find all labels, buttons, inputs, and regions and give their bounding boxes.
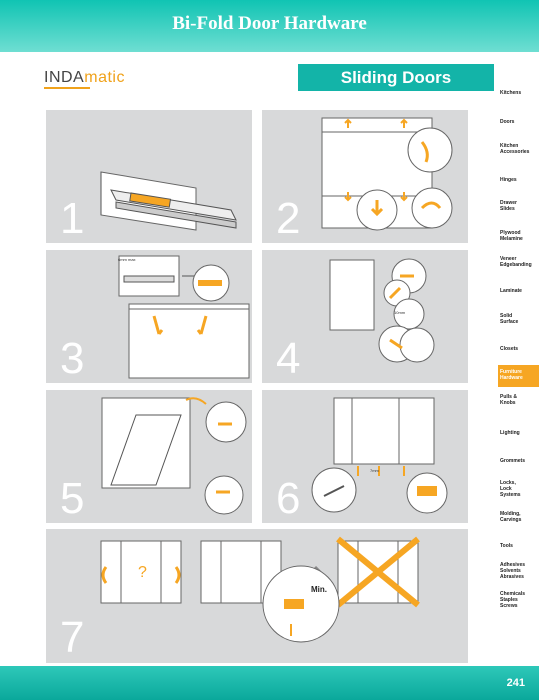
sidebar-item-veneer-edgebanding[interactable]: Veneer Edgebanding (500, 256, 532, 268)
sidebar-item-laminate[interactable]: Laminate (500, 288, 522, 294)
step-7-illustration: ? (100, 536, 420, 643)
step-1-panel: 1 (46, 110, 252, 243)
step-1-illustration (100, 171, 237, 231)
sidebar-item-kitchens[interactable]: Kitchens (500, 90, 522, 96)
step-6-panel: 6 7mm (262, 390, 468, 523)
logo-underline (44, 87, 90, 89)
step-5-panel: 5 (46, 390, 252, 523)
step-number: 4 (276, 334, 301, 383)
sidebar-item-grommets[interactable]: Grommets (500, 458, 526, 464)
step-number: 2 (276, 194, 301, 243)
sidebar-item-pulls-knobs[interactable]: Pulls & Knobs (500, 394, 517, 406)
step-2-panel: 2 (262, 110, 468, 243)
step-number: 1 (60, 194, 85, 243)
logo-part2: matic (84, 69, 125, 86)
section-title: Sliding Doors (298, 64, 494, 91)
step-6-illustration (311, 397, 448, 514)
sidebar-item-hinges[interactable]: Hinges (500, 177, 517, 183)
step-7-note: Min. (311, 585, 327, 594)
step-7-panel: ? 7 Min. (46, 529, 468, 663)
logo-part1: INDA (44, 69, 85, 86)
svg-text:?: ? (138, 564, 147, 581)
step-5-illustration (101, 397, 247, 515)
sidebar-item-adhesives[interactable]: Adhesives Solvents Abrasives (500, 562, 526, 580)
page-title: Bi-Fold Door Hardware (172, 13, 367, 34)
step-number: 5 (60, 474, 85, 523)
sidebar-item-chemicals[interactable]: Chemicals Staples Screws (500, 591, 526, 609)
sidebar-item-molding[interactable]: Molding, Carvings (500, 511, 522, 523)
sidebar-item-furniture-hardware[interactable]: Furniture Hardware (498, 365, 539, 387)
sidebar-item-plywood-melamine[interactable]: Plywood Melamine (500, 230, 523, 242)
step-3-note: 6mm max (118, 257, 136, 262)
step-3-panel: 3 6mm max (46, 250, 252, 383)
sidebar-item-doors[interactable]: Doors (500, 119, 515, 125)
footer-bar (0, 666, 539, 700)
sidebar-item-solid-surface[interactable]: Solid Surface (500, 313, 519, 325)
sidebar-item-drawer-slides[interactable]: Drawer Slides (500, 200, 517, 212)
step-4-panel: 4 10mm (262, 250, 468, 383)
step-number: 7 (60, 613, 85, 662)
step-6-note: 7mm (370, 468, 379, 473)
header-bar (0, 0, 539, 52)
sidebar-item-tools[interactable]: Tools (500, 543, 513, 549)
brand-logo: INDAmatic (44, 69, 125, 87)
step-3-illustration (118, 255, 250, 379)
step-4-illustration (329, 258, 435, 363)
sidebar-item-lighting[interactable]: Lighting (500, 430, 520, 436)
page-number: 241 (506, 677, 525, 689)
step-number: 6 (276, 474, 301, 523)
step-4-note: 10mm (394, 310, 406, 315)
sidebar-item-kitchen-accessories[interactable]: Kitchen Accessories (500, 143, 530, 155)
sidebar-item-closets[interactable]: Closets (500, 346, 519, 352)
step-number: 3 (60, 334, 85, 383)
step-2-illustration (321, 117, 453, 231)
sidebar-item-locks[interactable]: Locks, Lock Systems (500, 480, 521, 498)
